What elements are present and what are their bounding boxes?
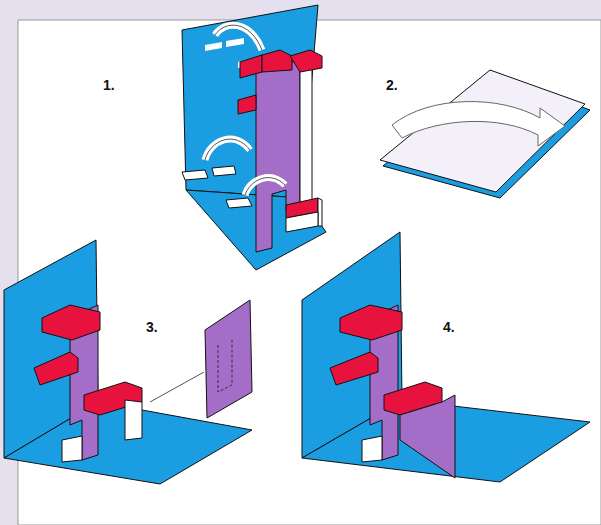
step-1-figure (182, 5, 326, 270)
step-number: 4. (443, 320, 455, 334)
step-4-figure (302, 232, 590, 482)
step-number: 3. (146, 320, 158, 334)
step-3-figure (4, 240, 252, 484)
step-number: 2. (386, 78, 398, 92)
step-number: 1. (103, 78, 115, 92)
step-2-figure (380, 70, 590, 198)
